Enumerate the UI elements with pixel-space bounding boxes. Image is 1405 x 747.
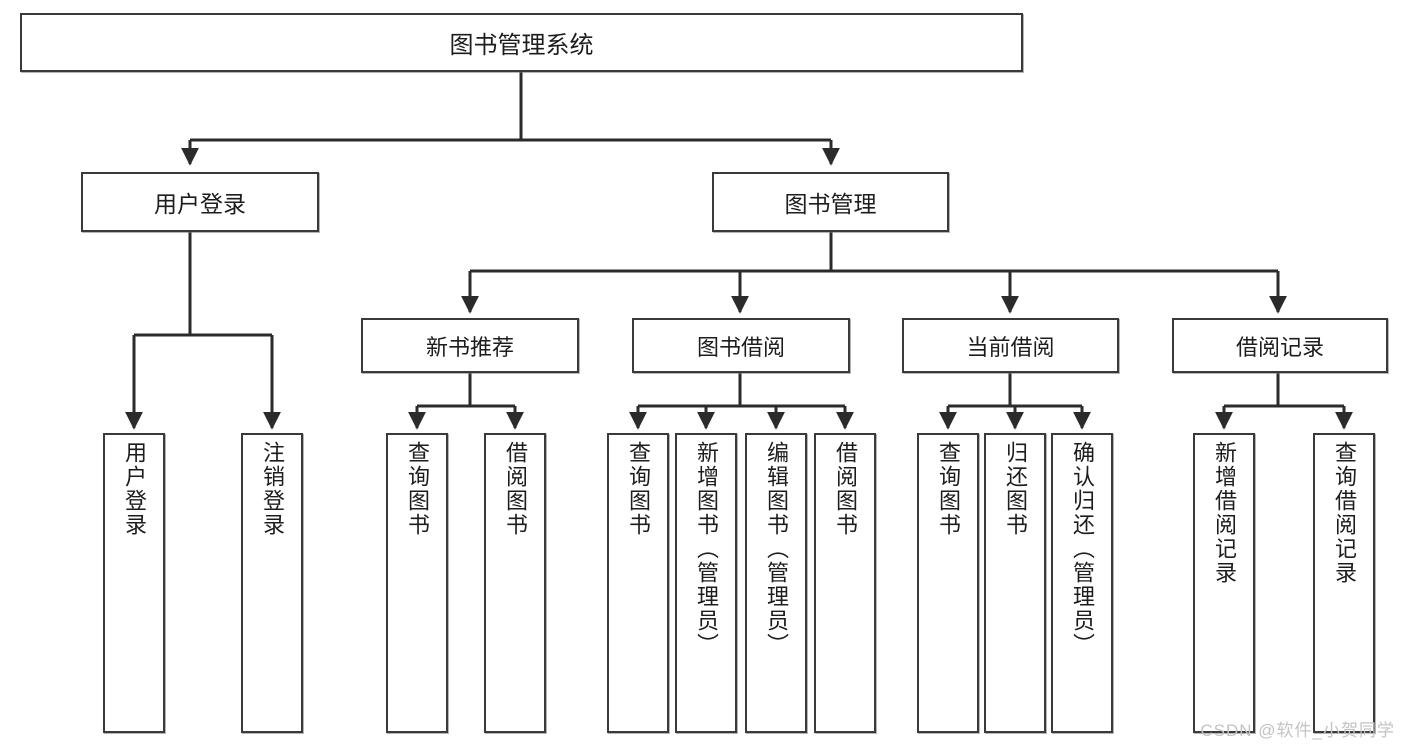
leaf-user-login-logout[interactable]: 注销登录 bbox=[241, 433, 303, 733]
node-current-borrow[interactable]: 当前借阅 bbox=[902, 318, 1119, 373]
node-label: 查询图书 bbox=[936, 441, 961, 537]
node-book-management[interactable]: 图书管理 bbox=[712, 172, 949, 232]
node-label: 查询图书 bbox=[405, 441, 430, 537]
leaf-borrow-record-add[interactable]: 新增借阅记录 bbox=[1193, 433, 1255, 733]
node-label: 归还图书 bbox=[1003, 441, 1028, 537]
leaf-book-borrow-add[interactable]: 新增图书（管理员） bbox=[675, 433, 737, 733]
leaf-book-borrow-lend[interactable]: 借阅图书 bbox=[814, 433, 876, 733]
node-label: 编辑图书（管理员） bbox=[764, 441, 789, 657]
leaf-new-book-query[interactable]: 查询图书 bbox=[386, 433, 448, 733]
node-label: 注销登录 bbox=[260, 441, 285, 537]
node-label: 图书管理系统 bbox=[449, 32, 594, 59]
node-label: 新增借阅记录 bbox=[1212, 441, 1237, 585]
node-label: 借阅记录 bbox=[1235, 334, 1324, 360]
node-label: 新书推荐 bbox=[425, 334, 514, 360]
node-label: 借阅图书 bbox=[503, 441, 528, 537]
node-label: 用户登录 bbox=[122, 441, 147, 537]
node-label: 图书管理 bbox=[784, 191, 877, 217]
leaf-current-borrow-query[interactable]: 查询图书 bbox=[917, 433, 979, 733]
node-root-system[interactable]: 图书管理系统 bbox=[20, 13, 1023, 72]
leaf-book-borrow-query[interactable]: 查询图书 bbox=[607, 433, 669, 733]
node-book-borrow[interactable]: 图书借阅 bbox=[632, 318, 850, 373]
node-label: 当前借阅 bbox=[966, 334, 1055, 360]
leaf-book-borrow-edit[interactable]: 编辑图书（管理员） bbox=[745, 433, 807, 733]
node-borrow-record[interactable]: 借阅记录 bbox=[1172, 318, 1388, 373]
node-label: 新增图书（管理员） bbox=[694, 441, 719, 657]
node-label: 图书借阅 bbox=[696, 334, 785, 360]
node-label: 借阅图书 bbox=[833, 441, 858, 537]
node-label: 查询借阅记录 bbox=[1332, 441, 1357, 585]
node-label: 确认归还（管理员） bbox=[1070, 441, 1095, 657]
leaf-current-borrow-confirm-return[interactable]: 确认归还（管理员） bbox=[1051, 433, 1113, 733]
watermark: CSDN @软件_小贺同学 bbox=[1200, 721, 1395, 740]
leaf-current-borrow-return[interactable]: 归还图书 bbox=[984, 433, 1046, 733]
node-user-login[interactable]: 用户登录 bbox=[81, 172, 319, 232]
leaf-user-login-login[interactable]: 用户登录 bbox=[103, 433, 165, 733]
leaf-borrow-record-query[interactable]: 查询借阅记录 bbox=[1313, 433, 1375, 733]
leaf-new-book-borrow[interactable]: 借阅图书 bbox=[484, 433, 546, 733]
node-new-book-recommend[interactable]: 新书推荐 bbox=[361, 318, 579, 373]
node-label: 用户登录 bbox=[154, 191, 246, 217]
node-label: 查询图书 bbox=[626, 441, 651, 537]
